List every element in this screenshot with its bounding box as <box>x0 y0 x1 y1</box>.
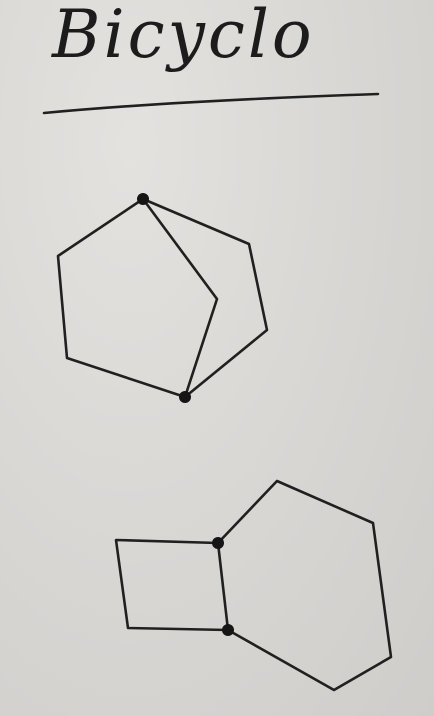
page-title: Bicyclo <box>52 0 315 73</box>
fused-shared-bond <box>216 541 230 632</box>
fusion-atom-bottom <box>222 624 234 636</box>
bridgehead-atom-bottom <box>179 391 191 403</box>
bridged-bridge <box>141 197 219 399</box>
bridgehead-atom-top <box>137 193 149 205</box>
fused-bicyclic-structure <box>114 479 393 692</box>
bridged-bicyclic-structure <box>56 193 269 403</box>
title-underline <box>42 92 380 115</box>
fusion-atom-top <box>212 537 224 549</box>
fused-square-ring <box>114 538 230 632</box>
bridged-left-ring <box>56 197 187 399</box>
fused-hexagon-ring <box>216 479 393 692</box>
bridged-right-ring <box>141 197 269 399</box>
